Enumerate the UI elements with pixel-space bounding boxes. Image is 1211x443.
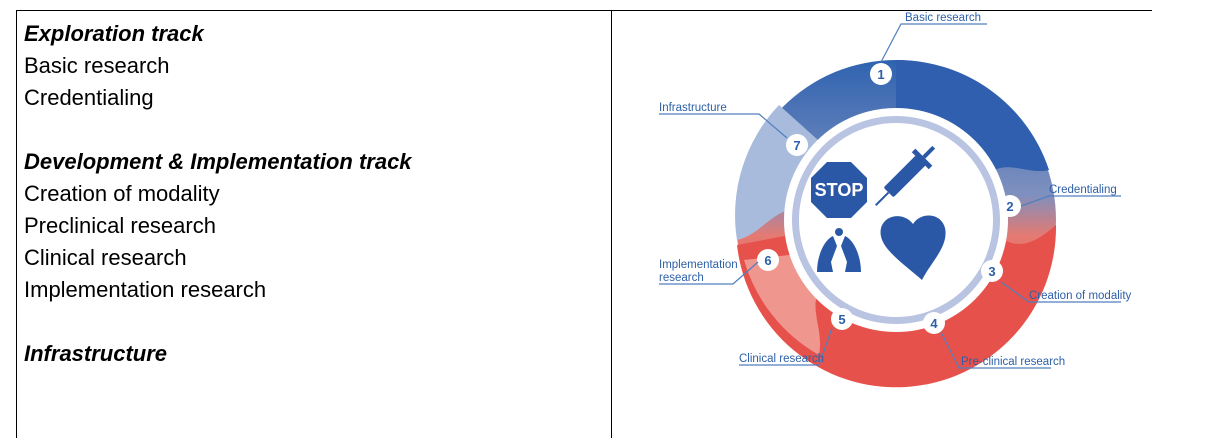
list-item: Implementation research	[24, 277, 267, 302]
heart-icon	[880, 215, 946, 280]
label-pre-clinical-research: Pre-clinical research	[961, 356, 1065, 368]
hands-icon	[817, 228, 861, 272]
exploration-heading: Exploration track	[24, 21, 204, 46]
label-creation-of-modality: Creation of modality	[1029, 290, 1132, 302]
infrastructure-heading: Infrastructure	[24, 341, 168, 366]
badge-7-label: 7	[793, 138, 800, 153]
badge-2	[999, 195, 1021, 217]
badge-3	[981, 260, 1003, 282]
left-border	[16, 10, 17, 438]
leader-lines	[659, 23, 1121, 369]
badge-5-label: 5	[838, 312, 845, 327]
list-item: Basic research	[24, 53, 170, 78]
label-basic-research: Basic research	[905, 12, 981, 24]
research-cycle-diagram: STOP 1 2 3	[619, 10, 1159, 438]
badge-1	[870, 63, 892, 85]
syringe-icon	[875, 145, 936, 206]
label-implementation-line2: research	[659, 272, 704, 284]
list-item: Preclinical research	[24, 213, 216, 238]
label-implementation-line1: Implementation	[659, 259, 738, 271]
badge-5	[831, 308, 853, 330]
badge-3-label: 3	[988, 264, 995, 279]
badge-1-label: 1	[877, 67, 884, 82]
list-item: Creation of modality	[24, 181, 220, 206]
stop-sign-icon	[811, 162, 867, 218]
badge-2-label: 2	[1006, 199, 1013, 214]
badge-6-label: 6	[764, 253, 771, 268]
badge-7	[786, 134, 808, 156]
column-divider	[611, 10, 612, 438]
cycle-svg: STOP 1 2 3	[659, 12, 1132, 388]
badge-4	[923, 312, 945, 334]
badge-4-label: 4	[930, 316, 938, 331]
list-item: Credentialing	[24, 85, 154, 110]
label-infrastructure: Infrastructure	[659, 102, 727, 114]
track-list: Exploration track Basic research Credent…	[24, 18, 604, 370]
development-heading: Development & Implementation track	[24, 149, 412, 174]
label-credentialing: Credentialing	[1049, 184, 1117, 196]
top-border	[16, 10, 1152, 11]
badge-6	[757, 249, 779, 271]
table-frame: Exploration track Basic research Credent…	[16, 10, 1152, 438]
stop-sign-label: STOP	[815, 180, 864, 200]
list-item: Clinical research	[24, 245, 187, 270]
label-clinical-research: Clinical research	[739, 353, 824, 365]
